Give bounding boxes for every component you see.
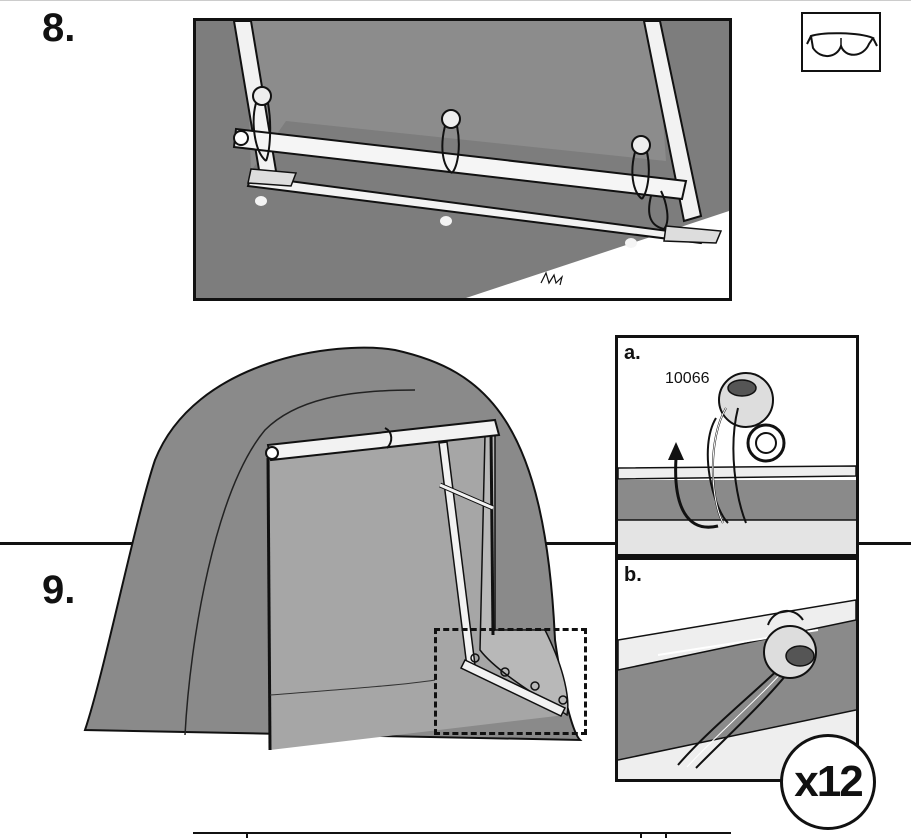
quantity-badge: x12 xyxy=(780,734,876,830)
bottom-table-tick-1 xyxy=(246,832,248,838)
bottom-table-edge xyxy=(193,832,731,838)
detail-b-letter: b. xyxy=(624,564,642,586)
bottom-table-tick-3 xyxy=(665,832,667,838)
detail-a-drawing xyxy=(618,372,856,554)
safety-glasses-box xyxy=(801,12,881,72)
step-8-drawing xyxy=(196,21,729,298)
step-8-number: 8. xyxy=(42,6,76,50)
step-8-illustration xyxy=(193,18,732,301)
top-rule xyxy=(0,0,911,1)
shelter-illustration xyxy=(83,346,583,751)
detail-a-panel: a. 10066 xyxy=(615,335,859,557)
bottom-table-tick-2 xyxy=(640,832,642,838)
detail-a-letter: a. xyxy=(624,342,641,364)
detail-a-part-code: 10066 xyxy=(665,370,710,387)
safety-glasses-icon xyxy=(806,32,878,57)
detail-b-panel: b. xyxy=(615,557,859,782)
step-9-number: 9. xyxy=(42,568,76,612)
detail-callout-box xyxy=(434,628,587,735)
step-divider-right xyxy=(858,542,911,545)
